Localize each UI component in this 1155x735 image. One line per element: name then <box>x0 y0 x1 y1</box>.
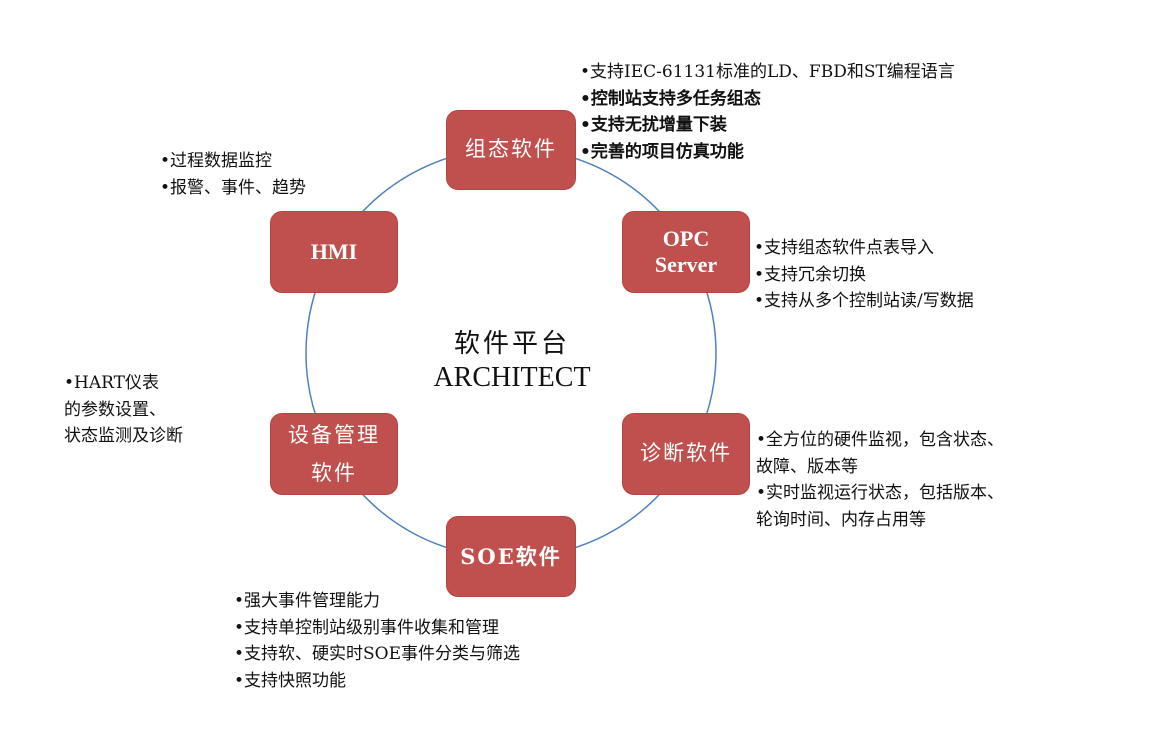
note-item: •支持快照功能 <box>234 670 347 691</box>
node-opc-server[interactable]: OPC Server <box>622 211 750 293</box>
node-label: 诊断软件 <box>640 441 732 466</box>
note-item: •支持无扰增量下装 <box>580 115 727 135</box>
node-config-software[interactable]: 组态软件 <box>446 110 576 190</box>
note-item: 轮询时间、内存占用等 <box>756 509 926 530</box>
note-item: •控制站支持多任务组态 <box>580 88 761 109</box>
node-device-management-software[interactable]: 设备管理 软件 <box>270 413 398 495</box>
note-item: 的参数设置、 <box>64 399 166 420</box>
note-item: •支持从多个控制站读/写数据 <box>754 291 974 311</box>
note-item: •支持组态软件点表导入 <box>754 238 935 258</box>
notes-diagnostic-software: •全方位的硬件监视，包含状态、 故障、版本等 •实时监视运行状态，包括版本、 轮… <box>756 427 1004 533</box>
node-label: HMI <box>310 238 358 264</box>
notes-soe-software: •强大事件管理能力 •支持单控制站级别事件收集和管理 •支持软、硬实时SOE事件… <box>234 588 520 694</box>
note-item: 故障、版本等 <box>756 456 858 477</box>
note-item: •支持软、硬实时SOE事件分类与筛选 <box>234 644 521 664</box>
node-hmi[interactable]: HMI <box>270 211 398 293</box>
note-item: •HART仪表 <box>64 373 159 393</box>
node-label: 组态软件 <box>465 137 557 162</box>
note-item: •报警、事件、趋势 <box>160 177 307 198</box>
note-item: •全方位的硬件监视，包含状态、 <box>756 430 1005 450</box>
note-item: •支持冗余切换 <box>754 264 867 285</box>
note-item: •支持IEC-61131标准的LD、FBD和ST编程语言 <box>580 62 955 82</box>
node-label: Server <box>654 252 718 277</box>
node-label: 软件 <box>311 461 357 485</box>
center-title-en: ARCHITECT <box>433 362 591 393</box>
center-title-cn: 软件平台 <box>453 329 570 359</box>
note-item: 状态监测及诊断 <box>64 426 183 446</box>
notes-opc-server: •支持组态软件点表导入 •支持冗余切换 •支持从多个控制站读/写数据 <box>754 235 974 315</box>
notes-hmi: •过程数据监控 •报警、事件、趋势 <box>160 148 306 201</box>
node-label: OPC <box>662 226 710 251</box>
node-label: 设备管理 <box>288 423 380 447</box>
notes-config-software: •支持IEC-61131标准的LD、FBD和ST编程语言 •控制站支持多任务组态… <box>580 59 955 165</box>
node-diagnostic-software[interactable]: 诊断软件 <box>622 413 750 495</box>
note-item: •完善的项目仿真功能 <box>580 141 744 162</box>
note-item: •过程数据监控 <box>160 151 273 171</box>
note-item: •支持单控制站级别事件收集和管理 <box>234 617 500 638</box>
notes-device-management: •HART仪表 的参数设置、 状态监测及诊断 <box>64 370 183 450</box>
node-label: SOE软件 <box>460 543 562 569</box>
center-title: 软件平台 ARCHITECT <box>412 327 612 395</box>
note-item: •实时监视运行状态，包括版本、 <box>756 483 1005 503</box>
note-item: •强大事件管理能力 <box>234 591 381 611</box>
node-soe-software[interactable]: SOE软件 <box>446 516 576 597</box>
